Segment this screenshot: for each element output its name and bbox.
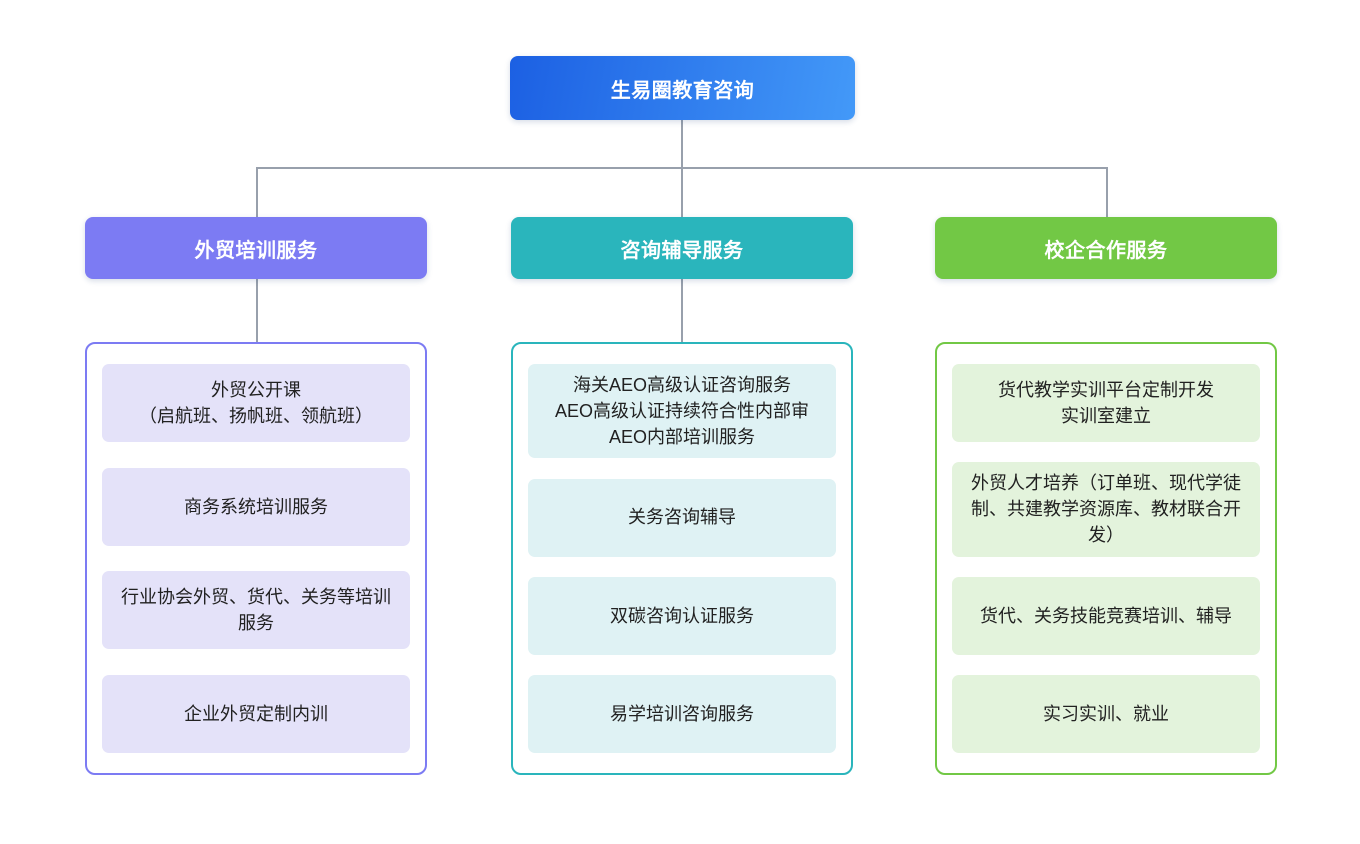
- service-item[interactable]: 实习实训、就业: [952, 674, 1260, 753]
- connector-drop-branch-1: [256, 167, 258, 217]
- service-item[interactable]: 行业协会外贸、货代、关务等培训服务: [102, 571, 410, 650]
- service-item[interactable]: 货代教学实训平台定制开发 实训室建立: [952, 364, 1260, 442]
- service-item[interactable]: 企业外贸定制内训: [102, 674, 410, 753]
- service-item[interactable]: 易学培训咨询服务: [528, 674, 836, 753]
- branch-panel-school-enterprise: 货代教学实训平台定制开发 实训室建立 外贸人才培养（订单班、现代学徒制、共建教学…: [935, 342, 1277, 775]
- service-item[interactable]: 关务咨询辅导: [528, 478, 836, 557]
- connector-drop-branch-2: [681, 167, 683, 217]
- connector-header-panel-2: [681, 279, 683, 342]
- root-label: 生易圈教育咨询: [610, 79, 755, 102]
- root-node[interactable]: 生易圈教育咨询: [510, 56, 855, 120]
- branch-header-label: 咨询辅导服务: [620, 239, 744, 262]
- service-item[interactable]: 货代、关务技能竞赛培训、辅导: [952, 576, 1260, 655]
- branch-header-label: 外贸培训服务: [194, 239, 318, 262]
- connector-header-panel-1: [256, 279, 258, 342]
- branch-header-consulting-coaching[interactable]: 咨询辅导服务: [511, 217, 853, 279]
- connector-root-vertical: [681, 120, 683, 167]
- service-item[interactable]: 海关AEO高级认证咨询服务 AEO高级认证持续符合性内部审 AEO内部培训服务: [528, 364, 836, 459]
- branch-header-label: 校企合作服务: [1044, 239, 1168, 262]
- service-item[interactable]: 外贸人才培养（订单班、现代学徒制、共建教学资源库、教材联合开发）: [952, 462, 1260, 557]
- service-item[interactable]: 外贸公开课 （启航班、扬帆班、领航班）: [102, 364, 410, 442]
- branch-header-school-enterprise[interactable]: 校企合作服务: [935, 217, 1277, 279]
- connector-drop-branch-3: [1106, 167, 1108, 217]
- branch-panel-consulting-coaching: 海关AEO高级认证咨询服务 AEO高级认证持续符合性内部审 AEO内部培训服务 …: [511, 342, 853, 775]
- service-item[interactable]: 商务系统培训服务: [102, 467, 410, 546]
- branch-header-foreign-trade-training[interactable]: 外贸培训服务: [85, 217, 427, 279]
- service-item[interactable]: 双碳咨询认证服务: [528, 576, 836, 655]
- branch-panel-foreign-trade-training: 外贸公开课 （启航班、扬帆班、领航班） 商务系统培训服务 行业协会外贸、货代、关…: [85, 342, 427, 775]
